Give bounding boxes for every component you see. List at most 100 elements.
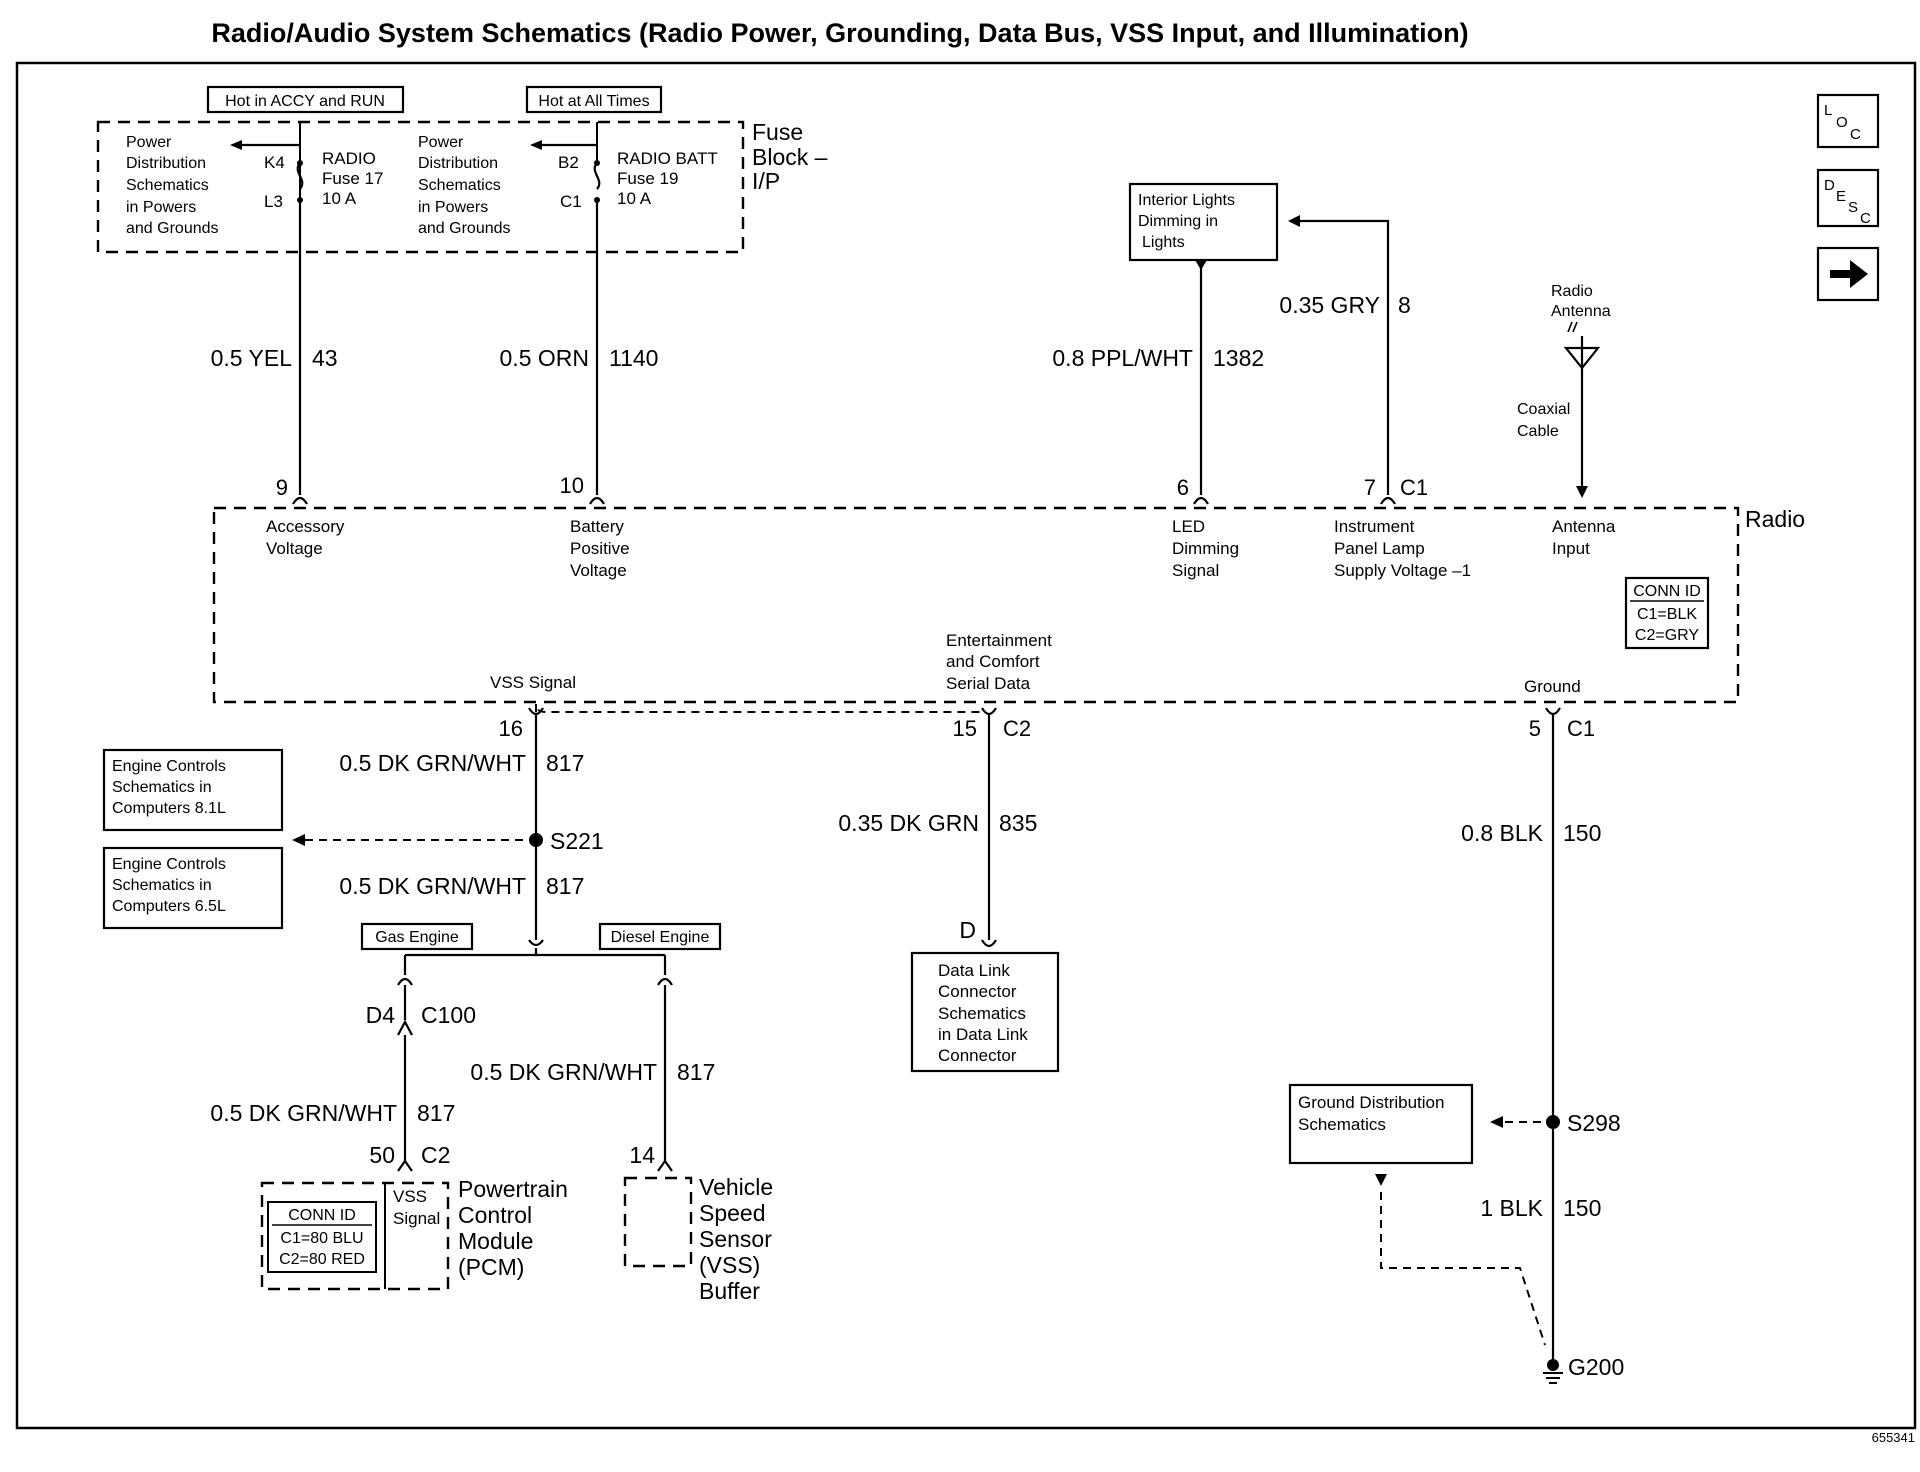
svg-text:Input: Input xyxy=(1552,539,1590,558)
svg-text:817: 817 xyxy=(546,873,584,899)
svg-text:Voltage: Voltage xyxy=(266,539,323,558)
fuse-block-outline xyxy=(96,120,745,254)
svg-text:Speed: Speed xyxy=(699,1200,766,1226)
svg-text:C: C xyxy=(1860,210,1871,227)
svg-text:Ground: Ground xyxy=(1524,677,1581,696)
g200-label: G200 xyxy=(1568,1354,1624,1380)
svg-text:Vehicle: Vehicle xyxy=(699,1174,773,1200)
svg-text:Antenna: Antenna xyxy=(1552,517,1616,536)
svg-text:0.5 DK GRN/WHT: 0.5 DK GRN/WHT xyxy=(470,1059,657,1085)
svg-text:and Comfort: and Comfort xyxy=(946,652,1040,671)
svg-text:and Grounds: and Grounds xyxy=(126,220,219,237)
arrow-left-icon xyxy=(292,834,305,846)
radio-label: Radio xyxy=(1745,506,1805,532)
svg-text:Signal: Signal xyxy=(393,1209,440,1228)
svg-text:VSS Signal: VSS Signal xyxy=(490,673,576,692)
svg-text:Block –: Block – xyxy=(752,144,828,170)
power-distribution-ref-2[interactable]: Power Distribution Schematics in Powers … xyxy=(418,134,511,237)
svg-text:Diesel Engine: Diesel Engine xyxy=(611,929,710,946)
svg-text:10 A: 10 A xyxy=(322,189,357,208)
arrow-left-icon xyxy=(1490,1116,1503,1128)
svg-text:0.35 DK GRN: 0.35 DK GRN xyxy=(838,810,979,836)
svg-text:C2: C2 xyxy=(421,1142,450,1168)
svg-text:Powertrain: Powertrain xyxy=(458,1176,568,1202)
svg-text:10: 10 xyxy=(560,473,584,498)
svg-text:150: 150 xyxy=(1563,1195,1601,1221)
svg-text:I/P: I/P xyxy=(752,168,780,194)
diesel-engine-tag xyxy=(598,922,722,951)
arrow-down-icon xyxy=(1375,1174,1387,1186)
svg-text:in Data Link: in Data Link xyxy=(938,1025,1028,1044)
svg-text:Connector: Connector xyxy=(938,1046,1017,1065)
svg-text:Schematics in: Schematics in xyxy=(112,779,212,796)
svg-text:Power: Power xyxy=(126,134,172,151)
radio-outline xyxy=(212,506,1740,704)
svg-text:7: 7 xyxy=(1364,475,1376,500)
svg-text:C1: C1 xyxy=(560,192,582,211)
svg-text:Gas Engine: Gas Engine xyxy=(375,929,459,946)
fuse-19-label: RADIO BATT xyxy=(617,149,718,168)
pcm-module[interactable]: VSS Signal CONN ID C1=80 BLU C2=80 RED P… xyxy=(260,1176,568,1291)
svg-text:Voltage: Voltage xyxy=(570,561,627,580)
svg-text:5: 5 xyxy=(1529,716,1541,741)
svg-text:150: 150 xyxy=(1563,820,1601,846)
svg-text:Sensor: Sensor xyxy=(699,1226,772,1252)
svg-text:Schematics: Schematics xyxy=(418,177,501,194)
svg-text:C100: C100 xyxy=(421,1002,476,1028)
svg-text:C1: C1 xyxy=(1567,716,1595,741)
power-distribution-ref-1[interactable]: Power Distribution Schematics in Powers … xyxy=(126,134,219,237)
wire-8 xyxy=(1300,219,1390,495)
svg-text:Supply Voltage –1: Supply Voltage –1 xyxy=(1334,561,1471,580)
svg-text:Coaxial: Coaxial xyxy=(1517,401,1570,418)
svg-text:CONN ID: CONN ID xyxy=(288,1207,356,1224)
svg-text:Control: Control xyxy=(458,1202,532,1228)
svg-text:C2: C2 xyxy=(1003,716,1031,741)
svg-text:B2: B2 xyxy=(558,153,579,172)
svg-text:0.5 DK GRN/WHT: 0.5 DK GRN/WHT xyxy=(210,1100,397,1126)
svg-text:0.5 ORN: 0.5 ORN xyxy=(500,345,589,371)
antenna-icon xyxy=(1563,336,1601,370)
svg-text:Fuse 19: Fuse 19 xyxy=(617,169,678,188)
svg-text:C1: C1 xyxy=(1400,475,1428,500)
engine-controls-8.1l-ref[interactable]: Engine Controls Schematics in Computers … xyxy=(102,748,284,832)
data-link-connector-ref[interactable]: Data Link Connector Schematics in Data L… xyxy=(910,951,1060,1073)
gas-engine-tag xyxy=(360,922,474,951)
desc-button[interactable]: D E S C xyxy=(1816,168,1880,228)
svg-text:Data Link: Data Link xyxy=(938,961,1010,980)
svg-text:0.5 DK GRN/WHT: 0.5 DK GRN/WHT xyxy=(339,750,526,776)
interior-lights-ref[interactable]: Interior Lights Dimming in Lights xyxy=(1128,182,1279,262)
ground-distribution-ref[interactable]: Ground Distribution Schematics xyxy=(1288,1083,1474,1165)
svg-text:VSS: VSS xyxy=(393,1187,427,1206)
svg-text:0.8 BLK: 0.8 BLK xyxy=(1461,820,1543,846)
svg-text:Engine Controls: Engine Controls xyxy=(112,758,226,775)
svg-text:Instrument: Instrument xyxy=(1334,517,1415,536)
svg-text:Hot in ACCY and RUN: Hot in ACCY and RUN xyxy=(225,93,385,110)
next-button[interactable] xyxy=(1816,246,1880,302)
arrow-down-icon xyxy=(1576,486,1588,498)
svg-text:E: E xyxy=(1836,188,1846,205)
svg-text:Schematics: Schematics xyxy=(938,1004,1026,1023)
svg-text:S221: S221 xyxy=(550,828,604,854)
svg-text:Serial Data: Serial Data xyxy=(946,674,1031,693)
svg-text:Lights: Lights xyxy=(1142,234,1185,251)
svg-text:Connector: Connector xyxy=(938,982,1017,1001)
arrow-left-icon xyxy=(1288,215,1300,227)
svg-text:D4: D4 xyxy=(366,1002,396,1028)
vss-buffer-module[interactable]: Vehicle Speed Sensor (VSS) Buffer xyxy=(623,1174,773,1304)
svg-text:16: 16 xyxy=(499,716,523,741)
svg-text:L3: L3 xyxy=(264,192,283,211)
loc-button[interactable]: L O C xyxy=(1816,93,1880,149)
svg-text:O: O xyxy=(1836,114,1848,131)
svg-text:1382: 1382 xyxy=(1213,345,1264,371)
loc-icon: L xyxy=(1824,102,1832,119)
svg-text:K4: K4 xyxy=(264,153,285,172)
svg-text:1 BLK: 1 BLK xyxy=(1480,1195,1543,1221)
svg-text:817: 817 xyxy=(417,1100,455,1126)
diagram-frame xyxy=(15,61,1917,1430)
svg-text:C2=GRY: C2=GRY xyxy=(1635,627,1700,644)
engine-controls-6.5l-ref[interactable]: Engine Controls Schematics in Computers … xyxy=(102,846,284,930)
svg-text:Signal: Signal xyxy=(1172,561,1219,580)
fuse-19-icon xyxy=(593,162,601,190)
svg-text:in Powers: in Powers xyxy=(126,199,196,216)
svg-text:0.8 PPL/WHT: 0.8 PPL/WHT xyxy=(1052,345,1193,371)
